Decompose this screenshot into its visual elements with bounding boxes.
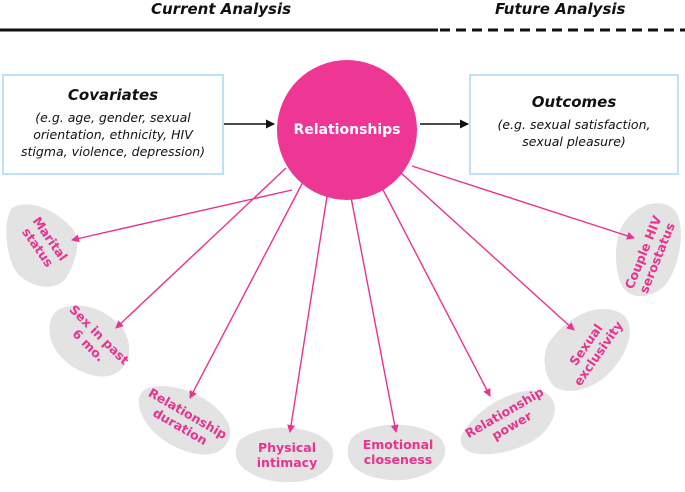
- arrow-to-sexual-exclusivity: [399, 171, 575, 331]
- arrow-to-relationship-duration: [189, 179, 305, 399]
- covariates-line-2: orientation, ethnicity, HIV: [33, 127, 193, 142]
- arrow-to-marital-status: [71, 189, 293, 243]
- blob-physical-intimacy: [235, 427, 334, 483]
- blob-relationship-duration: [138, 386, 231, 455]
- covariates-title: Covariates: [67, 86, 159, 104]
- covariates-box: Covariates (e.g. age, gender, sexual ori…: [2, 74, 224, 175]
- arrow-to-relationship-power: [379, 183, 491, 397]
- covariates-line-1: (e.g. age, gender, sexual: [35, 110, 191, 125]
- arrow-to-sex-in-past: [115, 167, 287, 329]
- covariates-line-3: stigma, violence, depression): [20, 144, 206, 159]
- arrow-to-couple-hiv-serostatus: [411, 165, 635, 240]
- blob-relationship-power: [460, 390, 555, 455]
- blob-sexual-exclusivity: [544, 308, 630, 391]
- arrow-to-emotional-closeness: [349, 191, 399, 433]
- relationships-hub-circle: [277, 60, 417, 200]
- outcomes-box: Outcomes (e.g. sexual satisfaction, sexu…: [469, 74, 679, 175]
- future-analysis-header: Future Analysis: [495, 0, 626, 18]
- blob-marital-status: [6, 204, 78, 287]
- leaf-arrows: [71, 165, 635, 433]
- relationships-hub-label: Relationships: [293, 122, 401, 138]
- leaf-label-physical-intimacy: Physical intimacy: [256, 440, 318, 470]
- blob-emotional-closeness: [347, 424, 446, 481]
- blob-couple-hiv-serostatus: [616, 203, 681, 297]
- arrow-to-physical-intimacy: [287, 189, 329, 433]
- current-analysis-header: Current Analysis: [151, 0, 292, 18]
- leaf-blobs: [6, 203, 681, 483]
- leaf-label-emotional-closeness: Emotional closeness: [362, 437, 434, 467]
- outcomes-title: Outcomes: [531, 93, 617, 111]
- outcomes-line-1: (e.g. sexual satisfaction,: [497, 117, 651, 132]
- blob-sex-in-past: [49, 305, 130, 377]
- outcomes-line-2: sexual pleasure): [522, 134, 626, 149]
